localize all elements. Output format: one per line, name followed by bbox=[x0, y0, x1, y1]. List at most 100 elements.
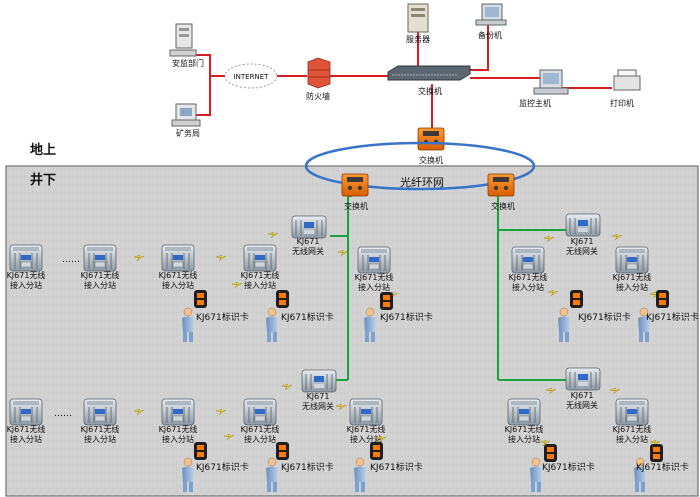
mining-bureau-computer: 矿务局 bbox=[171, 103, 201, 138]
card-label: KJ671标识卡 bbox=[542, 461, 595, 473]
firewall-label: 防火墙 bbox=[306, 91, 330, 101]
card-label: KJ671标识卡 bbox=[196, 461, 249, 473]
substation: KJ671无线 接入分站 bbox=[505, 398, 544, 444]
svg-text:KJ671无线: KJ671无线 bbox=[81, 424, 120, 434]
svg-text:KJ671无线: KJ671无线 bbox=[241, 270, 280, 280]
core-switch: 交换机 bbox=[387, 65, 471, 96]
identity-card bbox=[194, 290, 207, 308]
svg-text:KJ671: KJ671 bbox=[307, 392, 330, 401]
svg-text:KJ671: KJ671 bbox=[297, 237, 320, 246]
substation: KJ671无线 接入分站 bbox=[613, 246, 651, 292]
substation: KJ671无线 接入分站 bbox=[7, 398, 46, 444]
left-ring-switch-label: 交换机 bbox=[344, 201, 368, 211]
substation: KJ671无线 接入分站 bbox=[347, 398, 386, 444]
svg-text:接入分站: 接入分站 bbox=[162, 434, 194, 444]
monitor-host: 监控主机 bbox=[519, 69, 569, 108]
mining-bureau-label: 矿务局 bbox=[176, 128, 200, 138]
safety-dept-computer: 安监部门 bbox=[169, 23, 204, 68]
svg-text:接入分站: 接入分站 bbox=[84, 434, 116, 444]
substation: KJ671无线 接入分站 bbox=[81, 244, 120, 290]
monitor-host-label: 监控主机 bbox=[519, 98, 551, 108]
identity-card bbox=[370, 442, 383, 460]
identity-card bbox=[276, 290, 289, 308]
svg-text:无线网关: 无线网关 bbox=[566, 246, 598, 256]
gateway: KJ671 无线网关 bbox=[565, 367, 601, 410]
substation: KJ671无线 接入分站 bbox=[159, 398, 198, 444]
identity-card bbox=[650, 444, 663, 462]
svg-text:接入分站: 接入分站 bbox=[10, 280, 42, 290]
right-ring-switch: 交换机 bbox=[487, 173, 515, 211]
svg-text:KJ671无线: KJ671无线 bbox=[159, 270, 198, 280]
backup-computer: 备份机 bbox=[475, 3, 507, 40]
fiber-ring-label: 光纤环网 bbox=[400, 175, 444, 189]
right-upper-cluster: KJ671 无线网关 KJ671无线 接入分站 KJ671无线 接入分站 KJ6… bbox=[509, 213, 699, 343]
top-mine-switch-label: 交换机 bbox=[419, 155, 443, 165]
server-label: 服务器 bbox=[406, 34, 430, 44]
gateway: KJ671 无线网关 bbox=[565, 213, 601, 256]
svg-text:KJ671无线: KJ671无线 bbox=[7, 424, 46, 434]
svg-text:接入分站: 接入分站 bbox=[350, 434, 382, 444]
safety-dept-label: 安监部门 bbox=[172, 58, 204, 68]
firewall: 防火墙 bbox=[306, 57, 331, 101]
identity-card bbox=[380, 292, 393, 310]
substation: KJ671无线 接入分站 bbox=[7, 244, 46, 290]
card-label: KJ671标识卡 bbox=[281, 461, 334, 473]
svg-text:KJ671无线: KJ671无线 bbox=[81, 270, 120, 280]
svg-text:接入分站: 接入分站 bbox=[508, 434, 540, 444]
svg-text:KJ671无线: KJ671无线 bbox=[7, 270, 46, 280]
svg-text:接入分站: 接入分站 bbox=[358, 282, 390, 292]
identity-card bbox=[194, 442, 207, 460]
svg-text:KJ671无线: KJ671无线 bbox=[505, 424, 544, 434]
svg-text:接入分站: 接入分站 bbox=[616, 434, 648, 444]
identity-card bbox=[656, 290, 669, 308]
substation: KJ671无线 接入分站 bbox=[613, 398, 652, 444]
svg-text:KJ671无线: KJ671无线 bbox=[241, 424, 280, 434]
left-lower-cluster: KJ671 无线网关 KJ671无线 接入分站 …… KJ671无线 接入分站 … bbox=[7, 369, 423, 493]
svg-text:无线网关: 无线网关 bbox=[566, 400, 598, 410]
chain-ellipsis: …… bbox=[54, 409, 72, 419]
card-label: KJ671标识卡 bbox=[636, 461, 689, 473]
internet-label: INTERNET bbox=[234, 73, 270, 81]
svg-text:KJ671无线: KJ671无线 bbox=[613, 424, 652, 434]
card-label: KJ671标识卡 bbox=[370, 461, 423, 473]
substation: KJ671无线 接入分站 bbox=[81, 398, 120, 444]
server: 服务器 bbox=[406, 3, 430, 44]
identity-card bbox=[570, 290, 583, 308]
left-ring-switch: 交换机 bbox=[341, 173, 369, 211]
chain-ellipsis: …… bbox=[62, 255, 80, 265]
backup-label: 备份机 bbox=[478, 30, 502, 40]
right-lower-cluster: KJ671 无线网关 KJ671无线 接入分站 KJ671无线 接入分站 KJ6… bbox=[505, 367, 689, 493]
card-label: KJ671标识卡 bbox=[196, 311, 249, 323]
svg-text:接入分站: 接入分站 bbox=[244, 434, 276, 444]
left-upper-cluster: KJ671 无线网关 KJ671无线 接入分站 …… KJ671无线 接入分站 … bbox=[7, 215, 433, 343]
svg-text:接入分站: 接入分站 bbox=[512, 282, 544, 292]
underground-zone-label: 井下 bbox=[30, 172, 56, 188]
svg-text:KJ671无线: KJ671无线 bbox=[355, 272, 394, 282]
core-switch-label: 交换机 bbox=[418, 86, 442, 96]
svg-text:KJ671: KJ671 bbox=[571, 391, 594, 400]
gateway: KJ671 无线网关 bbox=[291, 215, 327, 256]
substation: KJ671无线 接入分站 bbox=[159, 244, 198, 290]
card-label: KJ671标识卡 bbox=[578, 311, 631, 323]
svg-text:接入分站: 接入分站 bbox=[84, 280, 116, 290]
svg-text:KJ671无线: KJ671无线 bbox=[159, 424, 198, 434]
svg-text:接入分站: 接入分站 bbox=[244, 280, 276, 290]
card-label: KJ671标识卡 bbox=[380, 311, 433, 323]
svg-text:接入分站: 接入分站 bbox=[616, 282, 648, 292]
fiber-ring bbox=[304, 141, 536, 191]
card-label: KJ671标识卡 bbox=[646, 311, 699, 323]
underground-zone: 井下 光纤环网 交换机 交换机 KJ671 无线网关 bbox=[5, 141, 699, 497]
printer: 打印机 bbox=[610, 69, 641, 108]
substation: KJ671无线 接入分站 bbox=[509, 246, 548, 292]
svg-text:KJ671无线: KJ671无线 bbox=[347, 424, 386, 434]
green-trunks bbox=[330, 195, 566, 381]
svg-text:接入分站: 接入分站 bbox=[162, 280, 194, 290]
svg-text:无线网关: 无线网关 bbox=[302, 401, 334, 411]
right-ring-switch-label: 交换机 bbox=[491, 201, 515, 211]
top-mine-switch: 交换机 bbox=[417, 127, 445, 165]
svg-text:KJ671无线: KJ671无线 bbox=[509, 272, 548, 282]
gateway: KJ671 无线网关 bbox=[301, 369, 337, 411]
substation: KJ671无线 接入分站 bbox=[241, 244, 280, 290]
substation: KJ671无线 接入分站 bbox=[241, 398, 280, 444]
